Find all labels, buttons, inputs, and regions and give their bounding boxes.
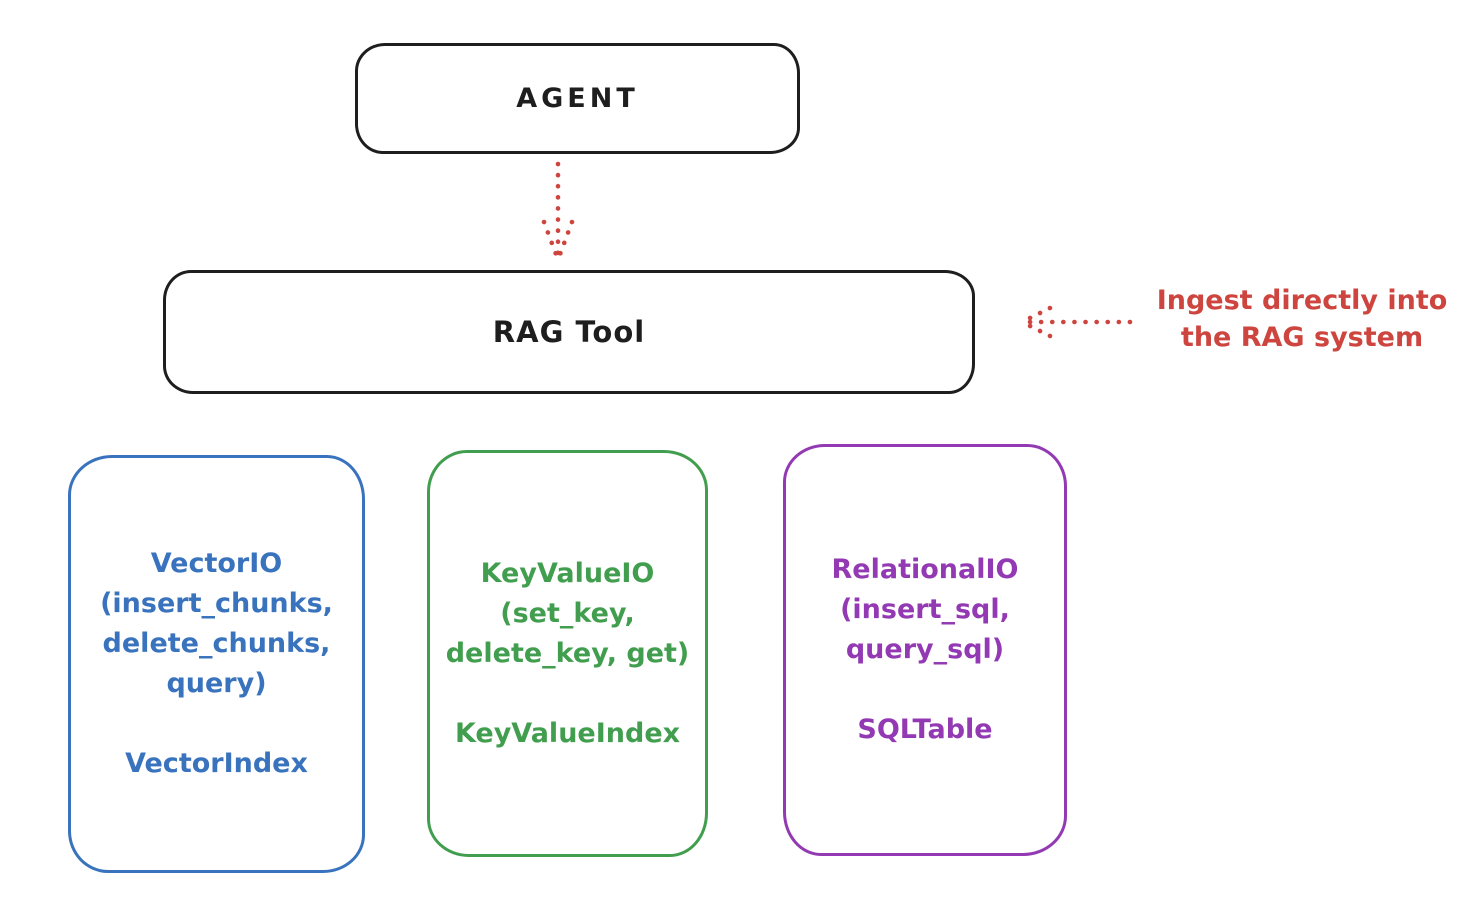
rag-tool-label: RAG Tool bbox=[492, 315, 646, 349]
agent-node: AGENT bbox=[355, 43, 800, 154]
relational-io-node: RelationalIO (insert_sql, query_sql) SQL… bbox=[783, 444, 1067, 856]
annotation-text: Ingest directly into the RAG system bbox=[1156, 285, 1448, 353]
agent-to-rag-dotted-arrow-icon bbox=[541, 161, 575, 260]
vector-io-methods: VectorIO (insert_chunks, delete_chunks, … bbox=[100, 548, 333, 699]
relational-io-methods: RelationalIO (insert_sql, query_sql) bbox=[831, 554, 1019, 665]
annotation-dotted-arrow-icon bbox=[1019, 305, 1133, 339]
agent-label: AGENT bbox=[516, 83, 639, 114]
sql-table-label: SQLTable bbox=[857, 714, 993, 745]
key-value-io-methods: KeyValueIO (set_key, delete_key, get) bbox=[445, 557, 690, 669]
key-value-io-node: KeyValueIO (set_key, delete_key, get) Ke… bbox=[427, 450, 708, 857]
rag-tool-node: RAG Tool bbox=[163, 270, 975, 394]
key-value-index-label: KeyValueIndex bbox=[454, 717, 681, 749]
vector-io-node: VectorIO (insert_chunks, delete_chunks, … bbox=[68, 455, 365, 873]
vector-index-label: VectorIndex bbox=[125, 748, 308, 779]
